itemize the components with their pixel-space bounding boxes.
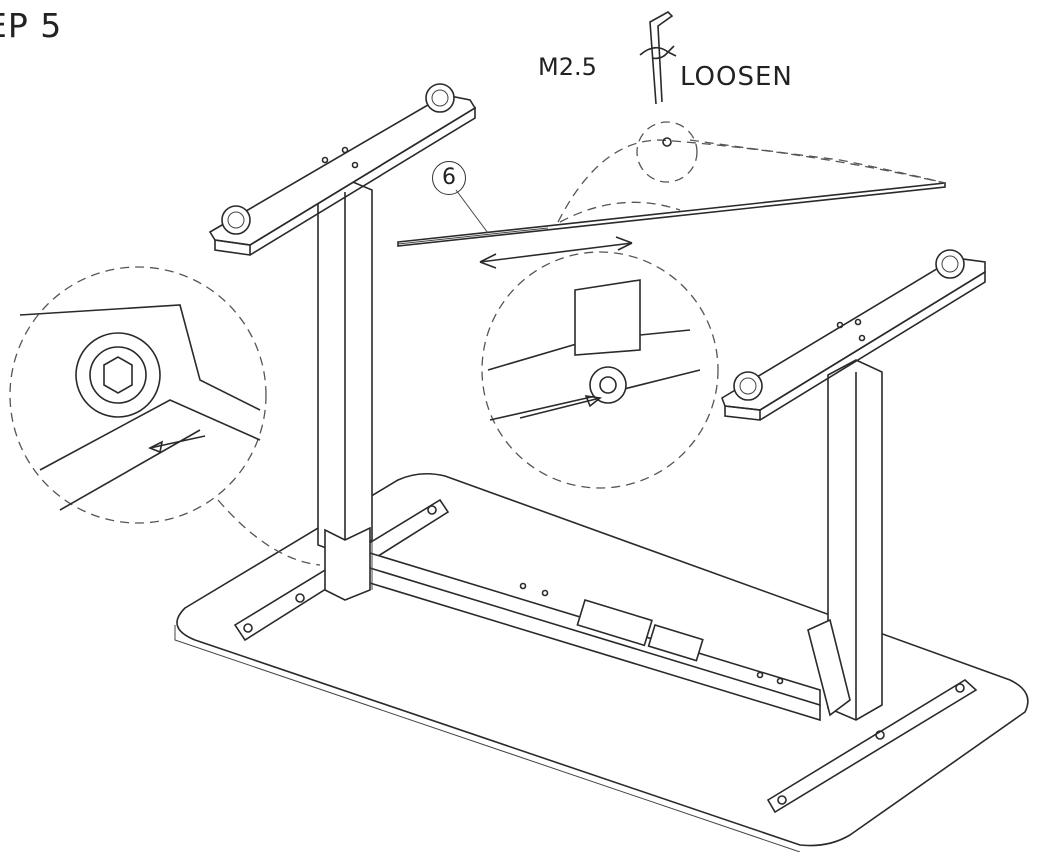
right-foot [766,679,978,814]
hex-key-icon [639,11,677,105]
callout-leader [455,189,489,234]
left-detail-zoom [9,266,321,566]
step-title: EP 5 [0,6,63,45]
loosen-instruction: LOOSEN [680,62,793,92]
center-detail-zoom [481,251,719,489]
hex-shaft [397,182,946,247]
hex-key-size-label: M2.5 [538,53,597,81]
part-callout-number: 6 [432,161,466,195]
desktop-panel [176,472,1029,847]
zoom-circle-screw [636,121,698,183]
slide-arrow [479,236,633,269]
